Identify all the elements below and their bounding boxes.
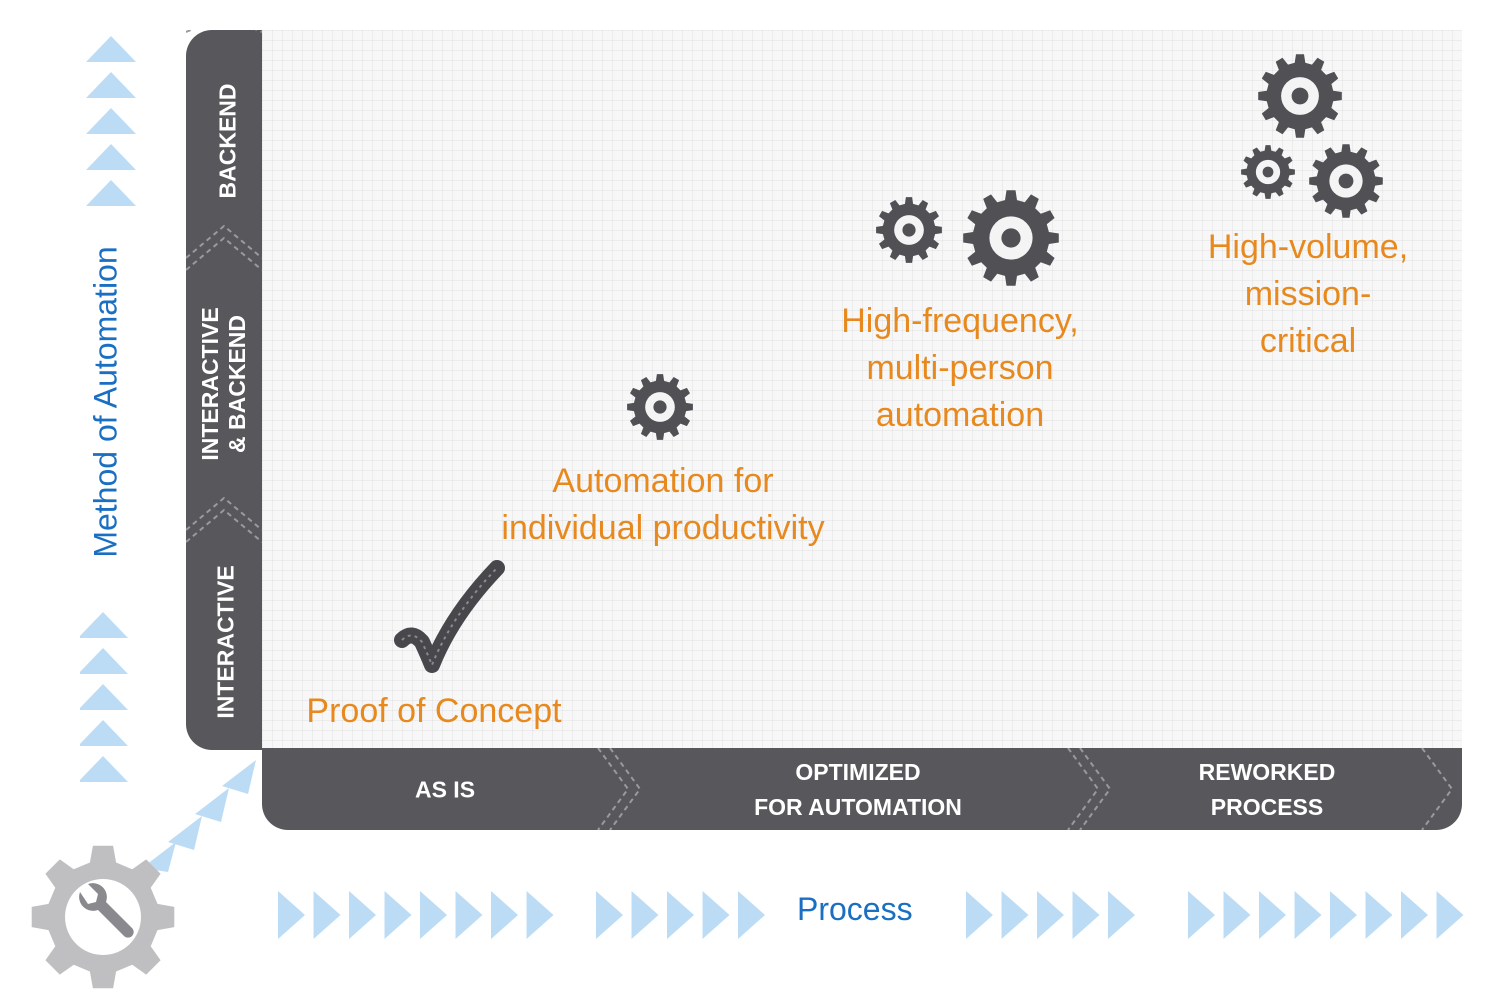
gear-icon [627,374,693,440]
arrow-right [526,891,554,939]
x-level-as-is: AS IS [414,776,476,803]
arrow-right [1294,891,1322,939]
arrow-right [596,891,623,939]
arrow-right [1365,891,1393,939]
arrow-right [313,891,341,939]
arrow-right [1108,891,1135,939]
stage-label-proof-of-concept: Proof of Concept [306,692,562,730]
y-axis-band: BACKEND INTERACTIVE & BACKEND INTERACTIV… [186,30,262,750]
arrow-right [1401,891,1428,939]
plot-area: Proof of Concept Automation for individu… [262,30,1462,748]
x-level-optimized: OPTIMIZED FOR AUTOMATION [754,759,962,820]
stage-label-individual-productivity: Automation for individual productivity [501,462,825,547]
arrow-right [384,891,412,939]
arrow-right [1188,891,1215,939]
wrench-icon [79,883,134,938]
y-level-interactive-backend: INTERACTIVE & BACKEND [197,307,250,461]
arrow-right [738,891,765,939]
arrow-right [1223,891,1251,939]
y-level-interactive: INTERACTIVE [212,565,239,719]
arrow-right [349,891,376,939]
arrow-right [420,891,447,939]
three-gears-icon [1241,54,1383,218]
arrow-right [1037,891,1064,939]
checkmark-icon [394,560,505,673]
two-gears-icon [876,190,1059,286]
arrow-right [1330,891,1357,939]
y-level-backend: BACKEND [214,83,241,199]
y-axis-title: Method of Automation [87,246,124,558]
arrow-right [966,891,993,939]
x-level-reworked: REWORKED PROCESS [1198,759,1336,820]
diagonal-arrows [142,760,256,872]
stage-label-multi-person-automation: High-frequency, multi-person automation [841,302,1079,434]
arrow-right [631,891,659,939]
gear-hub [1262,166,1274,178]
arrow-right [1436,891,1464,939]
gear-hub [653,400,667,414]
arrow-right [1072,891,1100,939]
gear-hub [1338,173,1354,189]
arrow-right [278,891,305,939]
wrench-gear-icon [31,845,175,989]
x-axis-arrows [278,891,1464,939]
gear-hub [1291,87,1309,105]
band-chevron-dividers [597,748,1454,830]
arrow-right [667,891,694,939]
arrow-right [1001,891,1029,939]
gear-hub [902,223,916,237]
arrow-right [455,891,483,939]
band-chevron-dividers [186,30,262,543]
arrow-right [702,891,730,939]
x-axis-title: Process [797,891,913,927]
arrow-right [491,891,518,939]
x-axis-band: AS IS OPTIMIZED FOR AUTOMATION REWORKED … [262,748,1462,830]
stage-label-mission-critical: High-volume, mission- critical [1207,228,1409,360]
arrow-right [1259,891,1286,939]
gear-hub [1001,228,1021,248]
